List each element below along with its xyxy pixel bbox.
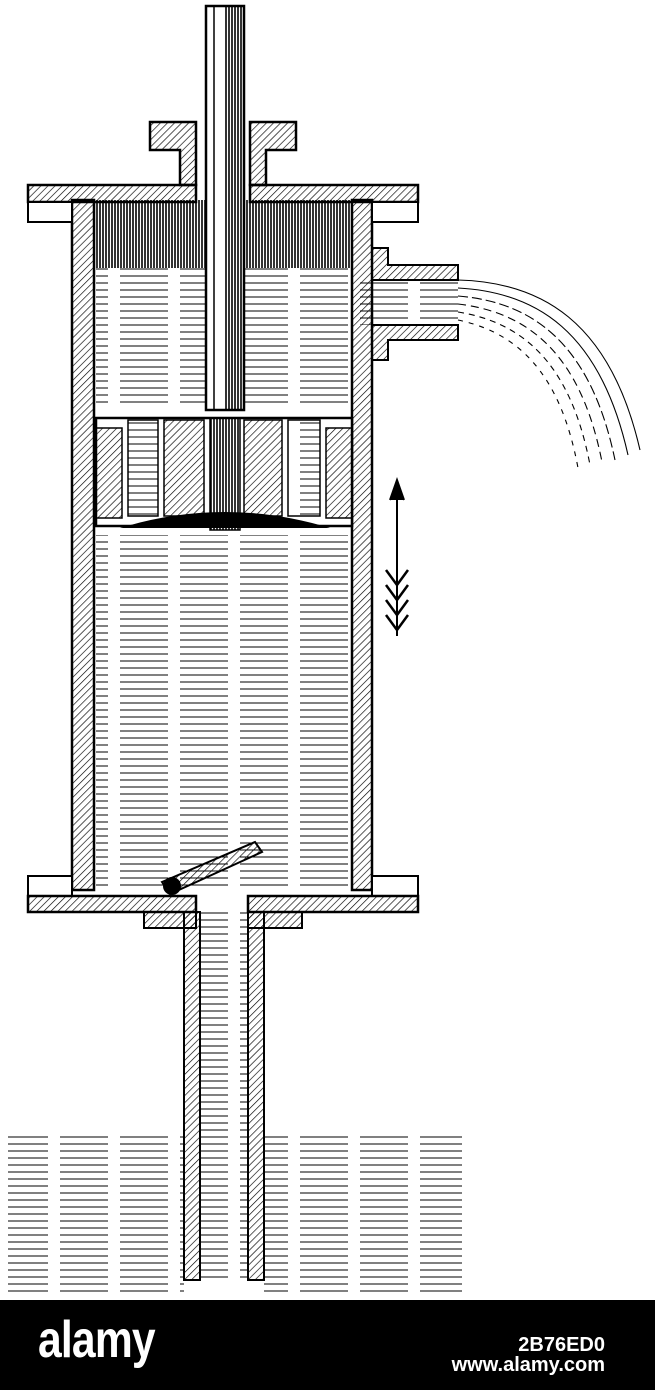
suction-pipe-left-wall	[183, 911, 201, 1281]
piston-segment	[127, 419, 159, 517]
water-stream	[457, 279, 641, 469]
cylinder-left-wall	[70, 198, 96, 892]
piston-segment	[163, 419, 205, 517]
watermark-footer: alamy 2B76ED0 www.alamy.com	[0, 1300, 655, 1390]
site-url: www.alamy.com	[451, 1354, 605, 1376]
bottom-plate	[26, 894, 420, 914]
piston-rod-shade	[224, 6, 242, 410]
image-id: 2B76ED0	[518, 1334, 605, 1356]
suction-pipe-right-wall	[247, 911, 265, 1281]
well-water-right	[264, 1136, 462, 1296]
water-lower-chamber	[96, 535, 352, 887]
piston	[94, 416, 354, 531]
piston-right-seal	[325, 427, 353, 519]
outlet-water	[352, 280, 458, 325]
foot-valve	[160, 840, 264, 896]
pump-illustration	[8, 4, 641, 1296]
brand-logo: alamy	[38, 1311, 156, 1369]
piston-valve	[120, 512, 330, 528]
suction-pipe-water	[200, 912, 248, 1280]
top-flange-lip	[27, 201, 419, 223]
piston-left-seal	[95, 427, 123, 519]
piston-rod-end	[209, 417, 241, 531]
piston-segment	[243, 419, 283, 517]
flow-arrow-icon	[384, 476, 410, 636]
stuffing-box	[148, 120, 298, 187]
well-water-left	[8, 1136, 184, 1296]
piston-segment	[287, 419, 321, 517]
